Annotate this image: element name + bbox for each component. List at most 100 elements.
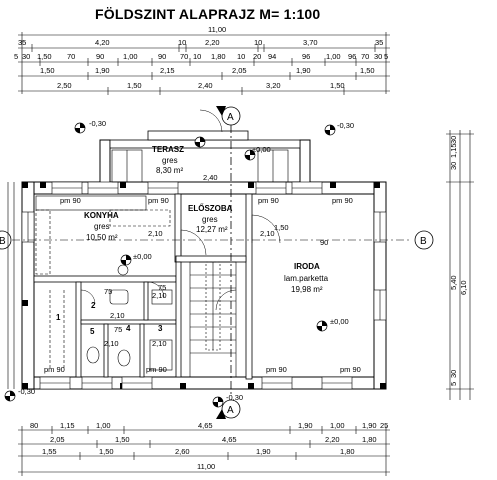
- svg-text:2,10: 2,10: [110, 311, 125, 320]
- dim-label: 5: [14, 52, 18, 61]
- dim-label: 70: [67, 52, 75, 61]
- svg-text:B: B: [0, 236, 6, 247]
- room-name-eloszoba: ELŐSZOBA: [188, 204, 233, 213]
- dim-total-bottom: 11,00: [197, 462, 215, 471]
- svg-text:pm 90: pm 90: [60, 196, 81, 205]
- svg-text:2,60: 2,60: [175, 447, 190, 456]
- svg-text:2,10: 2,10: [152, 291, 167, 300]
- room-area-iroda: 19,98 m²: [291, 285, 323, 294]
- room-area-terasz: 8,30 m²: [156, 166, 183, 175]
- dim-label: 1,00: [123, 52, 138, 61]
- dim-label: 10: [254, 38, 262, 47]
- svg-text:4,65: 4,65: [222, 435, 237, 444]
- right-dimension-lines: [446, 130, 474, 400]
- svg-text:30: 30: [449, 162, 458, 170]
- svg-text:1,55: 1,55: [42, 447, 57, 456]
- svg-text:3: 3: [158, 324, 163, 333]
- room-floor-iroda: lam.parketta: [284, 274, 329, 283]
- svg-text:pm 90: pm 90: [266, 365, 287, 374]
- level-labels: -0,30 -0,30 ±0,00 ±0,00 ±0,00 -0,30 -0,3…: [18, 119, 354, 402]
- svg-text:2,20: 2,20: [325, 435, 340, 444]
- dim-label: 2,15: [160, 66, 175, 75]
- section-marker-bottom: A: [216, 399, 241, 419]
- right-dimension-labels: 30 1,15 30 5,40 6,10 5 30: [449, 136, 468, 386]
- svg-text:1,90: 1,90: [298, 421, 313, 430]
- dim-label: 10: [178, 38, 186, 47]
- svg-text:pm 90: pm 90: [148, 196, 169, 205]
- dim-label: 2,40: [198, 81, 213, 90]
- dim-label: 4,20: [95, 38, 110, 47]
- dim-label: 1,80: [211, 52, 226, 61]
- svg-text:5: 5: [449, 382, 458, 386]
- room-numbers: 1 2 3 4 5: [56, 301, 163, 336]
- svg-text:30: 30: [449, 136, 458, 144]
- dim-label: 1,90: [296, 66, 311, 75]
- svg-text:25: 25: [380, 421, 388, 430]
- svg-text:2,10: 2,10: [152, 339, 167, 348]
- svg-text:pm 90: pm 90: [44, 365, 65, 374]
- svg-text:1,80: 1,80: [340, 447, 355, 456]
- axis-marker-right: B: [414, 230, 434, 250]
- dim-label: 70: [180, 52, 188, 61]
- svg-text:1,15: 1,15: [449, 143, 458, 158]
- dim-label: 3,70: [303, 38, 318, 47]
- svg-text:2,10: 2,10: [104, 339, 119, 348]
- dim-label: 5: [384, 52, 388, 61]
- top-dimension-labels: 35 4,20 10 2,20 10 3,70 35 11,00 5 30 1,…: [14, 25, 388, 90]
- dim-label: 1,50: [40, 66, 55, 75]
- svg-text:A: A: [227, 405, 234, 416]
- dim-label: 35: [18, 38, 26, 47]
- dim-label: 3,20: [266, 81, 281, 90]
- svg-text:±0,00: ±0,00: [252, 145, 271, 154]
- dim-total-top: 11,00: [208, 25, 226, 34]
- axis-marker-left: B: [0, 230, 12, 250]
- svg-text:6,10: 6,10: [459, 280, 468, 295]
- bottom-dimension-lines: [18, 426, 390, 476]
- interior-walls: [33, 193, 253, 380]
- svg-text:1,90: 1,90: [362, 421, 377, 430]
- svg-text:2,05: 2,05: [50, 435, 65, 444]
- top-dimension-ticks: [21, 32, 387, 95]
- dim-label: 70: [361, 52, 369, 61]
- room-area-eloszoba: 12,27 m²: [196, 225, 228, 234]
- svg-text:-0,30: -0,30: [89, 119, 106, 128]
- dim-label: 1,50: [360, 66, 375, 75]
- dim-label: 1,90: [95, 66, 110, 75]
- dim-label: 1,50: [127, 81, 142, 90]
- room-area-konyha: 10,50 m²: [86, 233, 118, 242]
- dim-label: 2,05: [232, 66, 247, 75]
- dim-label: 35: [375, 38, 383, 47]
- section-marker-top: A: [216, 106, 241, 126]
- dim-label: 1,50: [330, 81, 345, 90]
- svg-text:2,10: 2,10: [148, 229, 163, 238]
- svg-text:pm 90: pm 90: [146, 365, 167, 374]
- dim-label: 96: [348, 52, 356, 61]
- svg-text:1,80: 1,80: [362, 435, 377, 444]
- dim-label: 10: [237, 52, 245, 61]
- svg-text:4: 4: [126, 324, 131, 333]
- room-name-terasz: TERASZ: [152, 145, 184, 154]
- windows: [21, 181, 387, 390]
- svg-text:1,50: 1,50: [99, 447, 114, 456]
- svg-text:1,90: 1,90: [256, 447, 271, 456]
- dim-label: 94: [268, 52, 276, 61]
- svg-text:4,65: 4,65: [198, 421, 213, 430]
- svg-text:pm 90: pm 90: [258, 196, 279, 205]
- svg-text:2,40: 2,40: [203, 173, 218, 182]
- svg-text:5,40: 5,40: [449, 275, 458, 290]
- room-floor-terasz: gres: [162, 156, 178, 165]
- svg-text:1,15: 1,15: [60, 421, 75, 430]
- fixtures: [35, 195, 173, 371]
- drawing-title: FÖLDSZINT ALAPRAJZ M= 1:100: [95, 6, 321, 22]
- svg-text:30: 30: [449, 370, 458, 378]
- room-floor-konyha: gres: [94, 222, 110, 231]
- dim-label: 30: [22, 52, 30, 61]
- svg-text:75: 75: [114, 325, 122, 334]
- left-dimension-lines: [7, 182, 15, 389]
- svg-text:±0,00: ±0,00: [133, 252, 152, 261]
- svg-text:80: 80: [30, 421, 38, 430]
- svg-text:2: 2: [91, 301, 96, 310]
- dim-label: 20: [253, 52, 261, 61]
- room-floor-eloszoba: gres: [202, 215, 218, 224]
